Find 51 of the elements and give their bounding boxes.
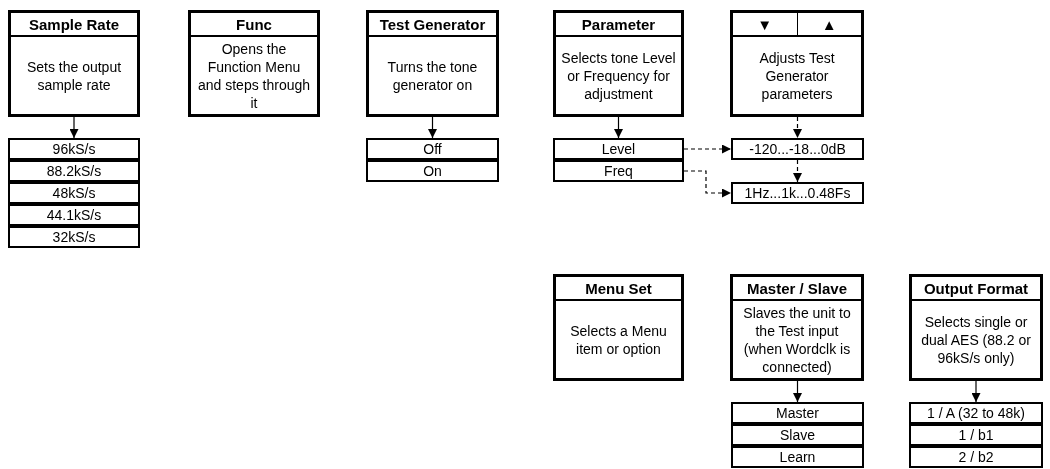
key-heading: Func <box>236 16 272 32</box>
description-text: Opens the Function Menu and steps through it <box>196 39 312 112</box>
function-box <box>188 10 320 117</box>
function-box <box>8 10 140 117</box>
option-box: 44.1kS/s <box>8 204 140 226</box>
option-box: 2 / b2 <box>909 446 1043 468</box>
key-heading: Sample Rate <box>28 16 119 32</box>
option-box: Freq <box>553 160 684 182</box>
option-box: Level <box>553 138 684 160</box>
function-box <box>730 10 864 117</box>
arrow <box>793 380 802 403</box>
arrow <box>614 116 623 139</box>
function-box <box>553 10 684 117</box>
description-text: Sets the output sample rate <box>25 57 123 94</box>
function-box <box>553 274 684 381</box>
arrow <box>793 116 802 139</box>
arrow <box>683 170 732 198</box>
key-heading: Master / Slave <box>746 280 848 296</box>
option-box: Off <box>366 138 499 160</box>
arrow <box>971 380 981 403</box>
key-heading: Parameter <box>581 16 656 32</box>
description-text: Turns the tone generator on <box>386 57 479 94</box>
option-box: 88.2kS/s <box>8 160 140 182</box>
option-box: On <box>366 160 499 182</box>
option-box: 1Hz...1k...0.48Fs <box>731 182 864 204</box>
option-box: 48kS/s <box>8 182 140 204</box>
option-box: Slave <box>731 424 864 446</box>
option-box: 96kS/s <box>8 138 140 160</box>
function-box <box>909 274 1043 381</box>
option-box: -120...-18...0dB <box>731 138 864 160</box>
function-box <box>730 274 864 381</box>
key-heading: Menu Set <box>585 280 652 296</box>
arrow <box>428 116 437 139</box>
key-heading: ▲ <box>821 16 837 32</box>
arrow <box>793 159 802 183</box>
option-box: Learn <box>731 446 864 468</box>
key-heading: Output Format <box>923 280 1029 296</box>
description-text: Selects a Menu item or option <box>569 321 668 358</box>
option-box: 1 / A (32 to 48k) <box>909 402 1043 424</box>
arrow <box>69 116 79 139</box>
description-text: Slaves the unit to the Test input (when Wordclk is connected) <box>742 303 852 376</box>
description-text: Selects single or dual AES (88.2 or 96kS/s only) <box>920 312 1032 367</box>
function-box <box>366 10 499 117</box>
key-heading: ▼ <box>757 16 773 32</box>
option-box: 1 / b1 <box>909 424 1043 446</box>
arrow <box>683 144 732 154</box>
key-heading: Test Generator <box>379 16 486 32</box>
option-box: Master <box>731 402 864 424</box>
description-text: Adjusts Test Generator parameters <box>758 48 836 103</box>
option-box: 32kS/s <box>8 226 140 248</box>
description-text: Selects tone Level or Frequency for adjustment <box>560 48 677 103</box>
